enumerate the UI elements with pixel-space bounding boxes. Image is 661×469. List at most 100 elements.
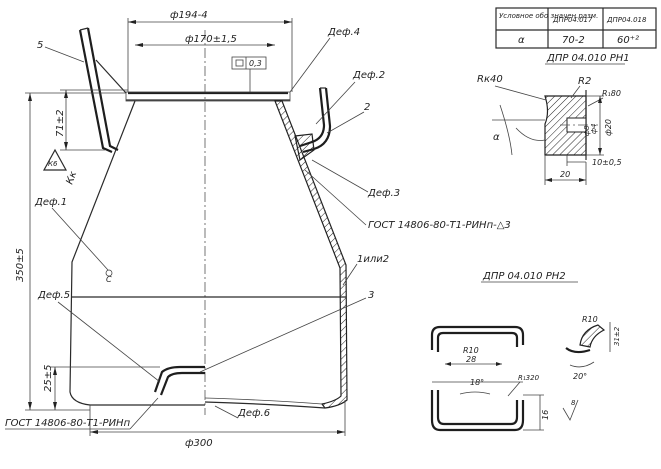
leader-one-or-two <box>342 263 358 286</box>
main-view <box>69 27 348 415</box>
ring-section <box>544 95 587 156</box>
label-gost-bottom: ГОСТ 14806-80-Т1-РИНп <box>5 418 131 429</box>
label-gost-top: ГОСТ 14806-80-Т1-РИНп-△3 <box>368 220 511 231</box>
alpha-arc <box>515 127 546 141</box>
dim-arrow <box>496 362 502 366</box>
dim-arrow <box>598 96 602 103</box>
callouts: 5 Деф.4 Деф.2 2 Деф.3 ГОСТ 14806-80-Т1-Р… <box>5 27 511 430</box>
dim-outer-top-diameter: ф194-4 <box>170 10 208 21</box>
leader-def-1 <box>51 207 109 271</box>
label-v8: 8 <box>571 399 576 407</box>
dim-arrow <box>28 93 32 101</box>
label-d20: ф20 <box>604 119 613 136</box>
table-header-1: ДПР04.017 <box>552 16 593 24</box>
check-icon <box>562 399 579 421</box>
dim-arrow <box>90 430 98 434</box>
dim-arrow <box>128 20 136 24</box>
left-handle-inner <box>86 27 119 151</box>
label-def-3: Деф.3 <box>367 188 400 199</box>
detail-ring: Rк40 α R2 R₁80 ф20 ф8 ф4 10±0,5 20 <box>477 74 622 185</box>
dim-arrow <box>337 430 345 434</box>
dim-arrow <box>545 178 552 182</box>
tolerance-frame <box>231 56 267 70</box>
table-frame <box>495 7 657 49</box>
detail-bracket: ДПР 04.010 РН2 R10 28 18° R₁320 16 8 R10… <box>430 271 621 432</box>
bracket-lower-inner <box>436 390 519 426</box>
label-d16: 16 <box>541 410 550 420</box>
dim-inner-top-diameter: ф170±1,5 <box>185 34 237 45</box>
main-dimensions: ф194-4 ф170±1,5 0,3 71±2 350±5 25±5 <box>15 10 346 449</box>
tolerance-value: 0,3 <box>249 59 262 68</box>
bottom-right <box>204 401 326 409</box>
angle-arc-18 <box>459 391 491 395</box>
table-cell-2: 60⁺² <box>617 35 639 46</box>
label-r2: R2 <box>578 76 591 87</box>
detail2-caption: ДПР 04.010 РН2 <box>482 271 566 282</box>
label-part-5: 5 <box>37 40 43 51</box>
dim-bottom-diameter: ф300 <box>185 438 213 449</box>
bracket-lower <box>430 390 525 432</box>
left-handle-bracket <box>95 59 127 94</box>
label-ang20: 20° <box>573 372 587 381</box>
dim-arrow <box>53 367 57 375</box>
leader-r2 <box>570 85 581 99</box>
hook-tail <box>565 347 591 354</box>
angle-arc-20 <box>569 361 595 368</box>
leader-def-5 <box>57 301 161 383</box>
left-handle <box>78 29 113 154</box>
label-r40: Rк40 <box>477 74 503 85</box>
flatness-icon <box>235 59 244 67</box>
dim-arrow <box>579 178 586 182</box>
leader-def-6 <box>214 405 239 419</box>
label-def-5: Деф.5 <box>37 290 70 301</box>
label-r10: R10 <box>463 346 479 355</box>
dim-arrow <box>64 142 68 150</box>
label-r320: R₁320 <box>518 374 540 382</box>
label-def-1: Деф.1 <box>34 197 67 208</box>
label-kk: Кк <box>64 170 79 186</box>
label-h31: 31±2 <box>613 326 621 346</box>
bottom-inner <box>204 397 323 405</box>
table-cell-1: 70-2 <box>562 35 585 46</box>
label-r80: R₁80 <box>602 89 621 98</box>
hook-section <box>579 324 606 348</box>
point-c-marker <box>105 269 113 277</box>
rim-band <box>125 91 291 102</box>
roughness-triangle-icon <box>42 148 68 171</box>
right-handle-weld <box>294 133 315 162</box>
leader-gost-top <box>304 169 367 226</box>
leader-part-3 <box>199 297 367 373</box>
table-cell-0: α <box>518 35 525 46</box>
table-caption: ДПР 04.010 РН1 <box>546 53 630 64</box>
dim-arrow <box>64 90 68 98</box>
dim-handle-height: 71±2 <box>55 110 66 137</box>
bottom-fitting-inner <box>159 371 205 396</box>
body-left-outline <box>69 100 136 406</box>
dim-total-height: 350±5 <box>15 248 26 282</box>
leader-r320 <box>507 381 521 397</box>
dim-arrow <box>53 402 57 410</box>
label-ten: 10±0,5 <box>592 158 622 167</box>
label-d4: ф4 <box>590 124 598 134</box>
leader-def-2 <box>315 81 356 125</box>
leader-gost-bottom <box>129 397 159 430</box>
bracket-upper <box>430 325 525 350</box>
dimension-table: Условное обо значен.разм. ДПР04.017 ДПР0… <box>495 7 657 65</box>
label-r10b: R10 <box>582 315 598 324</box>
dim-arrow <box>267 43 275 47</box>
leader-def-4 <box>289 37 331 93</box>
label-alpha: α <box>493 132 500 143</box>
label-d8: ф8 <box>583 125 591 136</box>
table-header-2: ДПР04.018 <box>606 16 647 24</box>
bottom-fitting <box>153 365 205 393</box>
label-part-3: 3 <box>368 290 374 301</box>
leader-part-2 <box>326 111 365 134</box>
label-w28: 28 <box>466 355 476 364</box>
dim-bottom-offset: 25±5 <box>43 365 54 392</box>
bracket-upper-inner <box>436 331 519 352</box>
leader-r40 <box>494 85 547 101</box>
label-def-4: Деф.4 <box>327 27 360 38</box>
label-def-2: Деф.2 <box>352 70 385 81</box>
label-c: С <box>106 275 112 284</box>
